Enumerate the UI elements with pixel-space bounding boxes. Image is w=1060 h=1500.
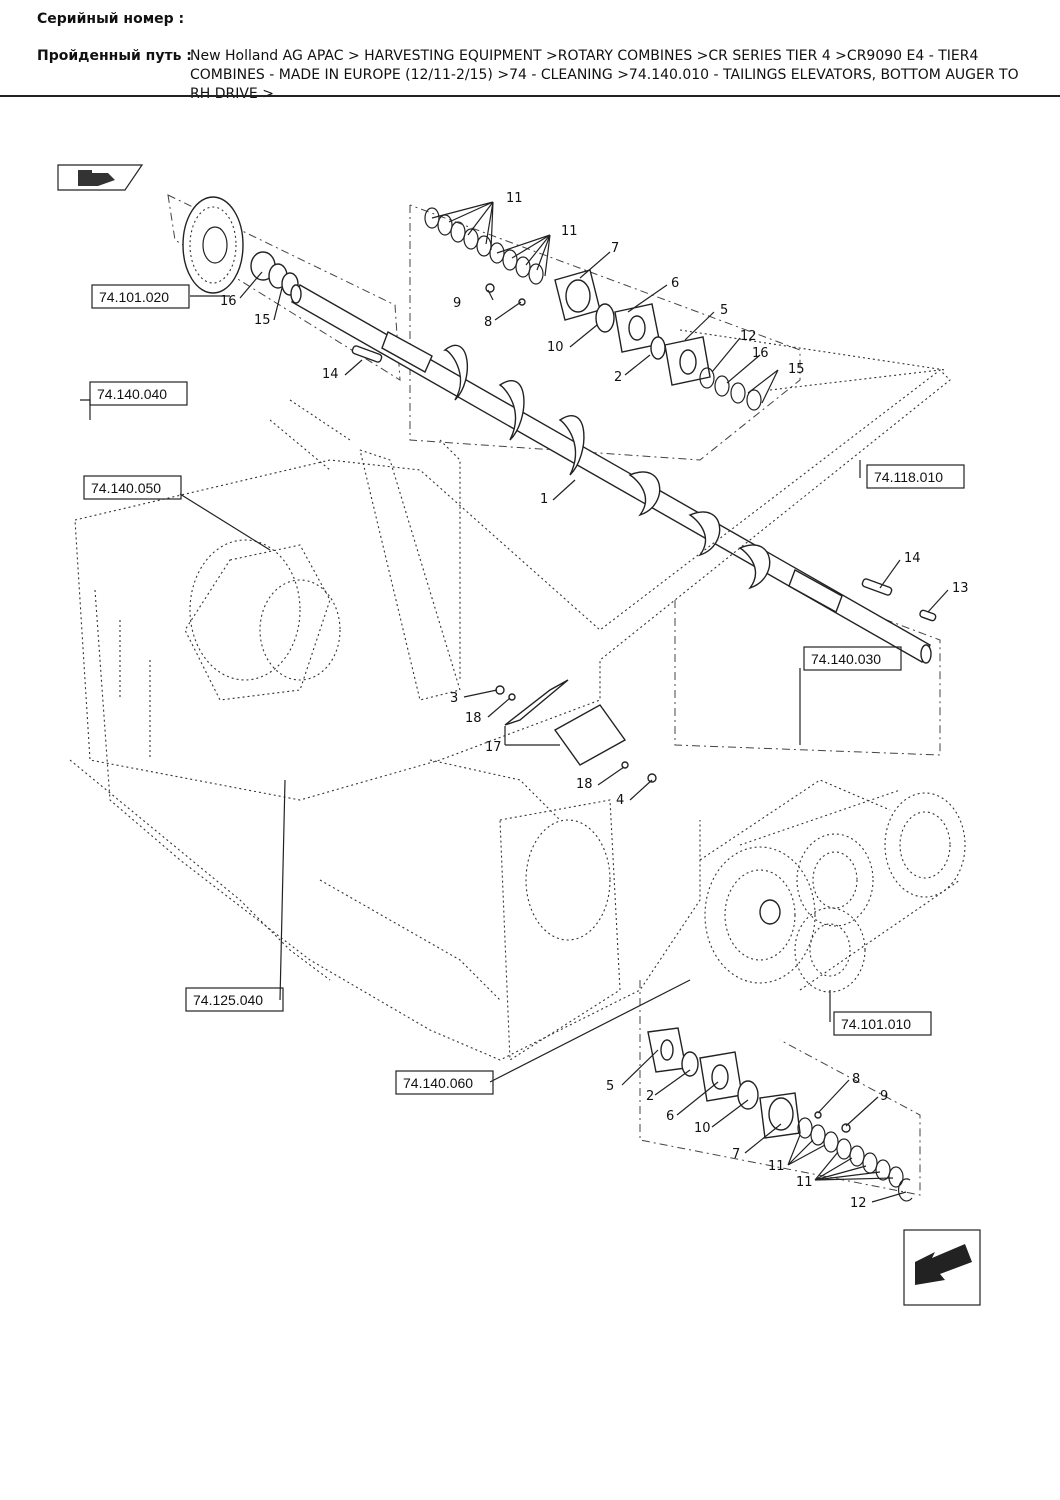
callout-labels: 11 11 7 6 9 8 5 12 16 15 10 2 16 15 14 1… (220, 191, 969, 1211)
callout-14: 14 (904, 551, 921, 566)
svg-text:74.140.030: 74.140.030 (811, 651, 881, 667)
callout-5: 5 (606, 1079, 614, 1094)
callout-11: 11 (561, 224, 578, 239)
callout-15: 15 (788, 362, 805, 377)
key-upper (351, 345, 383, 363)
serial-label: Серийный номер : (37, 11, 185, 27)
bracket-17 (495, 679, 657, 783)
callout-1: 1 (540, 492, 548, 507)
callout-10: 10 (547, 340, 564, 355)
flip-page-icon[interactable] (57, 164, 144, 191)
callout-16: 16 (220, 294, 237, 309)
callout-8: 8 (484, 315, 492, 330)
callout-16: 16 (752, 346, 769, 361)
callout-12: 12 (850, 1196, 867, 1211)
bearing-frame-bottom (639, 980, 921, 1196)
callout-18: 18 (576, 777, 593, 792)
callout-3: 3 (450, 691, 458, 706)
callout-11: 11 (796, 1175, 813, 1190)
bearing-frame-top (409, 204, 801, 461)
callout-11: 11 (506, 191, 523, 206)
bearing-stack-upper (424, 207, 762, 411)
svg-text:74.140.050: 74.140.050 (91, 480, 161, 496)
ref-box-74-140-030[interactable]: 74.140.030 (803, 646, 902, 671)
key-small (919, 609, 937, 622)
svg-text:74.118.010: 74.118.010 (874, 469, 943, 485)
callout-11: 11 (768, 1159, 785, 1174)
key-middle (861, 578, 893, 596)
shaft-frame (674, 600, 941, 756)
callout-15: 15 (254, 313, 271, 328)
ref-box-74-140-050[interactable]: 74.140.050 (83, 475, 182, 500)
auger-shaft (290, 284, 932, 664)
bearing-stack-lower (647, 1027, 913, 1202)
callout-9: 9 (880, 1089, 888, 1104)
leader-lines (80, 201, 949, 1203)
svg-text:74.101.010: 74.101.010 (841, 1016, 911, 1032)
callout-5: 5 (720, 303, 728, 318)
callout-8: 8 (852, 1072, 860, 1087)
callout-10: 10 (694, 1121, 711, 1136)
callout-9: 9 (453, 296, 461, 311)
ref-box-74-125-040[interactable]: 74.125.040 (185, 987, 284, 1012)
ref-box-74-101-020[interactable]: 74.101.020 (91, 284, 190, 309)
callout-2: 2 (646, 1089, 654, 1104)
ref-box-74-118-010[interactable]: 74.118.010 (866, 464, 965, 489)
breadcrumb: New Holland AG APAC > HARVESTING EQUIPME… (190, 48, 1019, 102)
svg-text:74.101.020: 74.101.020 (99, 289, 169, 305)
ref-box-74-140-040[interactable]: 74.140.040 (89, 381, 188, 406)
drive-pulleys (704, 789, 966, 993)
callout-17: 17 (485, 740, 502, 755)
ref-box-74-140-060[interactable]: 74.140.060 (395, 1070, 494, 1095)
callout-12: 12 (740, 329, 757, 344)
next-page-arrow-icon[interactable] (903, 1229, 981, 1306)
callout-6: 6 (671, 276, 679, 291)
svg-text:74.125.040: 74.125.040 (193, 992, 263, 1008)
callout-6: 6 (666, 1109, 674, 1124)
callout-14: 14 (322, 367, 339, 382)
callout-2: 2 (614, 370, 622, 385)
pulley-upper (182, 196, 299, 296)
callout-7: 7 (732, 1147, 740, 1162)
callout-4: 4 (616, 793, 624, 808)
callout-13: 13 (952, 581, 969, 596)
svg-text:74.140.040: 74.140.040 (97, 386, 167, 402)
ref-box-74-101-010[interactable]: 74.101.010 (833, 1011, 932, 1036)
callout-18: 18 (465, 711, 482, 726)
callout-7: 7 (611, 241, 619, 256)
path-label: Пройденный путь : (37, 48, 192, 64)
pulley-frame (167, 194, 401, 381)
elevator-housing (69, 329, 951, 1061)
header-divider (0, 95, 1060, 97)
svg-text:74.140.060: 74.140.060 (403, 1075, 473, 1091)
